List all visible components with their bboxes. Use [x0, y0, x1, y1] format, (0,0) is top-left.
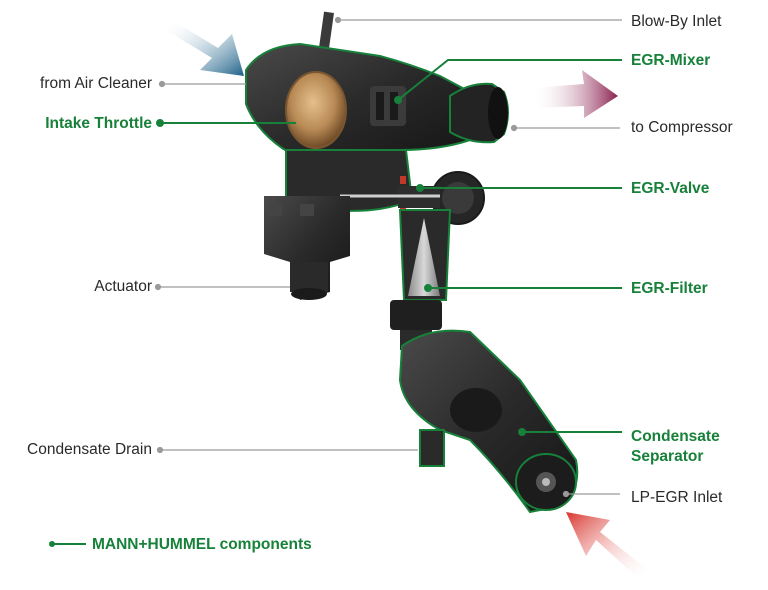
- leader-lines-gray: [154, 16, 622, 498]
- egr-module-body: [245, 11, 579, 514]
- label-from-air-cleaner: from Air Cleaner: [40, 75, 152, 92]
- label-actuator: Actuator: [94, 278, 152, 295]
- label-egr-valve: EGR-Valve: [631, 180, 710, 197]
- lp-egr-inlet-arrow: [566, 512, 648, 580]
- to-compressor-arrow: [532, 70, 618, 118]
- label-egr-mixer: EGR-Mixer: [631, 52, 711, 69]
- label-condensate-separator-line2: Separator: [631, 448, 704, 465]
- label-egr-filter: EGR-Filter: [631, 280, 708, 297]
- label-lp-egr-inlet: LP-EGR Inlet: [631, 489, 723, 506]
- label-to-compressor: to Compressor: [631, 119, 733, 136]
- legend-text: MANN+HUMMEL components: [92, 536, 312, 553]
- label-condensate-separator-line1: Condensate: [631, 428, 720, 445]
- leader-lines-green: [156, 59, 622, 436]
- label-blowby-inlet: Blow-By Inlet: [631, 13, 722, 30]
- legend-dot-swatch: [49, 541, 55, 547]
- label-intake-throttle: Intake Throttle: [45, 115, 152, 132]
- legend-line-swatch: [52, 543, 86, 545]
- air-inlet-arrow: [166, 20, 244, 76]
- label-condensate-drain: Condensate Drain: [27, 441, 152, 458]
